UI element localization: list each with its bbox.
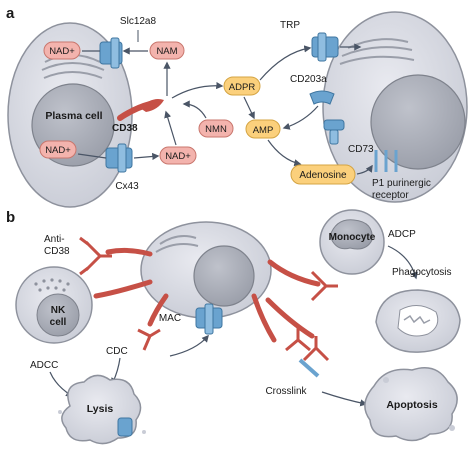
adenosine-pill [290, 164, 356, 185]
crosslink-label: Crosslink [265, 386, 307, 397]
nad-right-label: NAD+ [165, 151, 191, 162]
nam-pill [149, 41, 185, 60]
adenosine-label: Adenosine [299, 170, 347, 181]
mac-complex-icon [195, 303, 223, 335]
nk-cell-label-line1: NK [51, 305, 66, 316]
apoptosis-cell [364, 367, 458, 442]
monocyte-cell [319, 209, 385, 275]
nad-to-cx43-arrow [77, 153, 107, 159]
lysis-label: Lysis [87, 403, 114, 415]
target-cell-b-nucleus [193, 245, 255, 307]
apoptosis-label: Apoptosis [386, 399, 437, 411]
nmn-pill [198, 119, 234, 138]
cd203a-label: CD203a [290, 74, 327, 85]
slc12a8-label: Slc12a8 [120, 16, 157, 27]
nad-bottom-label: NAD+ [45, 145, 71, 156]
monocyte-cd38-stalk [267, 259, 321, 287]
cd203a-enzyme-icon [309, 90, 335, 105]
cd73-enzyme-icon [323, 119, 345, 145]
amp-to-adenosine-arrow [267, 139, 302, 167]
nmn-to-cd38-arrow [182, 100, 207, 119]
cdc-to-mac-arrow [169, 334, 209, 357]
trp-channel-icon [311, 32, 339, 62]
nad-bottom-pill [39, 140, 77, 159]
nmn-label: NMN [205, 124, 227, 135]
p1-label-line2: receptor [372, 190, 409, 201]
nad-top-pill [43, 41, 81, 60]
adcc-label: ADCC [30, 360, 58, 371]
monocyte-label: Monocyte [329, 232, 376, 243]
phagocytosis-cell [375, 289, 461, 353]
cx43-label: Cx43 [115, 181, 139, 192]
cx43-channel-icon [105, 143, 133, 173]
cd38-anti-cd38-cdc [137, 293, 169, 351]
adpr-to-trp-arrow [259, 45, 312, 81]
adpr-pill [223, 76, 261, 96]
plasma-cell-label: Plasma cell [45, 110, 102, 122]
nad-to-cd38-arrow [164, 110, 177, 146]
panel-a-label: a [6, 5, 15, 22]
adpr-label: ADPR [229, 82, 256, 93]
adcp-label: ADCP [388, 229, 416, 240]
crosslink-to-apoptosis-arrow [321, 391, 368, 407]
p1-receptor-icon [374, 150, 398, 172]
crosslink-antibody-icon [285, 328, 330, 378]
trp-label: TRP [280, 20, 300, 31]
slc12a8-transporter-icon [99, 37, 123, 69]
lysis-cell [58, 374, 146, 445]
nad-top-label: NAD+ [49, 46, 75, 57]
amp-pill [245, 119, 281, 139]
cx43-to-nad-arrow [133, 152, 160, 161]
amp-label: AMP [253, 125, 274, 136]
crosslink-cd38-stalks [251, 293, 315, 343]
cd38-anti-cd38-adcc [93, 279, 153, 299]
anti-cd38-label-line1: Anti- [44, 234, 65, 245]
target-cell-a-nucleus [370, 74, 466, 170]
monocyte-antibody-icon [310, 270, 338, 302]
cd38-to-adpr-arrow [171, 81, 224, 99]
cd203a-to-amp-arrow [282, 105, 319, 130]
nam-label: NAM [156, 46, 177, 57]
plasma-cell [7, 22, 133, 208]
cd38-enzyme-icon [117, 99, 164, 121]
cd73-label: CD73 [348, 144, 374, 155]
mac-label: MAC [159, 313, 181, 324]
target-cell-b [140, 221, 272, 319]
cdc-label: CDC [106, 346, 128, 357]
cd38-label: CD38 [112, 123, 138, 134]
anti-cd38-label-line2: CD38 [44, 246, 70, 257]
adenosine-to-p1-arrow [356, 164, 373, 175]
nk-cell-label-line2: cell [50, 317, 67, 328]
panel-b-label: b [6, 209, 15, 226]
nad-right-pill [159, 146, 197, 165]
adcp-arrow [387, 245, 418, 280]
nk-cell [15, 266, 93, 344]
phagocytosis-label: Phagocytosis [392, 267, 451, 278]
adpr-to-amp-arrow [243, 96, 255, 120]
cd38-anti-cd38-left [79, 236, 153, 276]
target-cell-a [322, 11, 468, 203]
p1-label-line1: P1 purinergic [372, 178, 431, 189]
